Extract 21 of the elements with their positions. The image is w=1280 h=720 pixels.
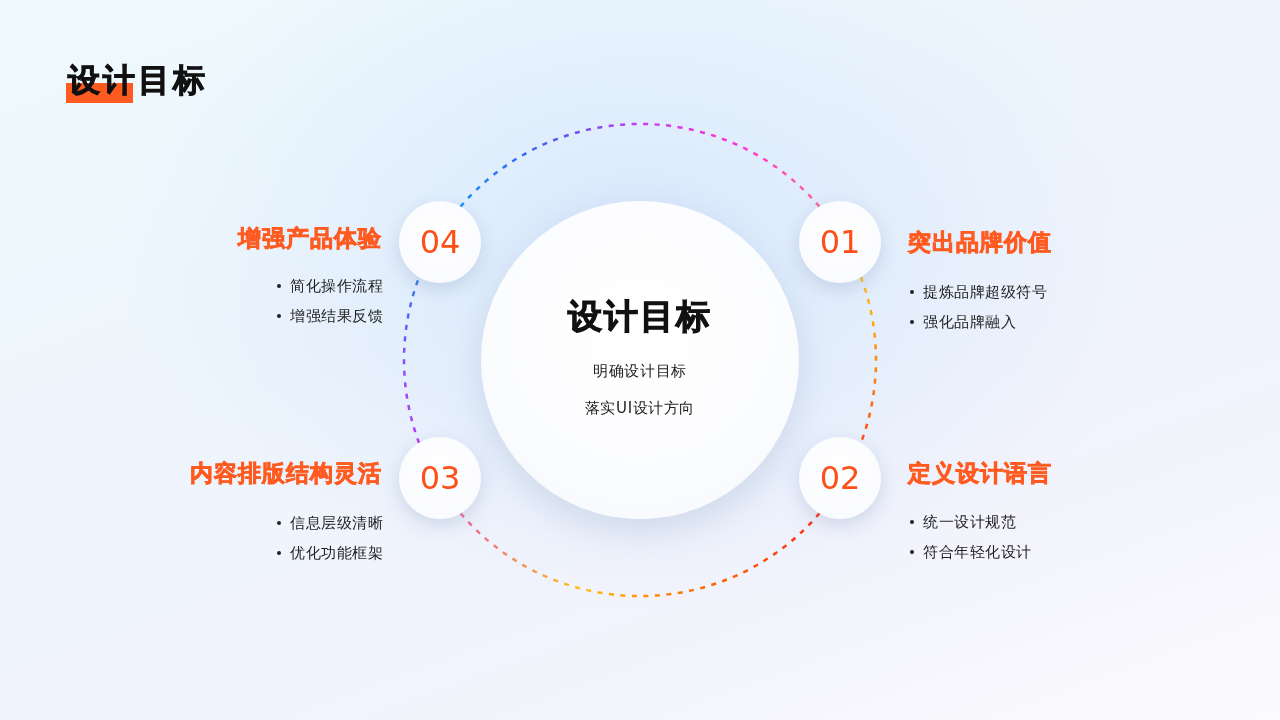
center-text: 明确设计目标 [592,361,688,381]
bullet-text: 强化品牌融入 [923,312,1016,332]
bullet-text: 信息层级清晰 [290,513,383,533]
center-title: 设计目标 [566,296,713,336]
dashed-connector [459,512,821,598]
bullet-text: 增强结果反馈 [290,306,383,326]
step-number: 03 [419,460,461,496]
step-number: 01 [819,224,861,260]
dashed-connector [459,122,821,208]
bullet-text: 简化操作流程 [290,276,383,296]
section-heading: 突出品牌价值 [908,228,1052,256]
bullet-text: 统一设计规范 [923,512,1016,532]
bullet-text: 提炼品牌超级符号 [923,282,1047,302]
section-heading: 定义设计语言 [908,459,1052,487]
center-text: 落实UI设计方向 [583,398,697,418]
step-number: 02 [819,460,861,496]
step-number: 04 [419,224,461,260]
section-heading: 增强产品体验 [238,224,382,252]
section-heading: 内容排版结构灵活 [190,459,382,487]
bullet-text: 符合年轻化设计 [923,542,1032,562]
bullet-text: 优化功能框架 [290,543,383,563]
